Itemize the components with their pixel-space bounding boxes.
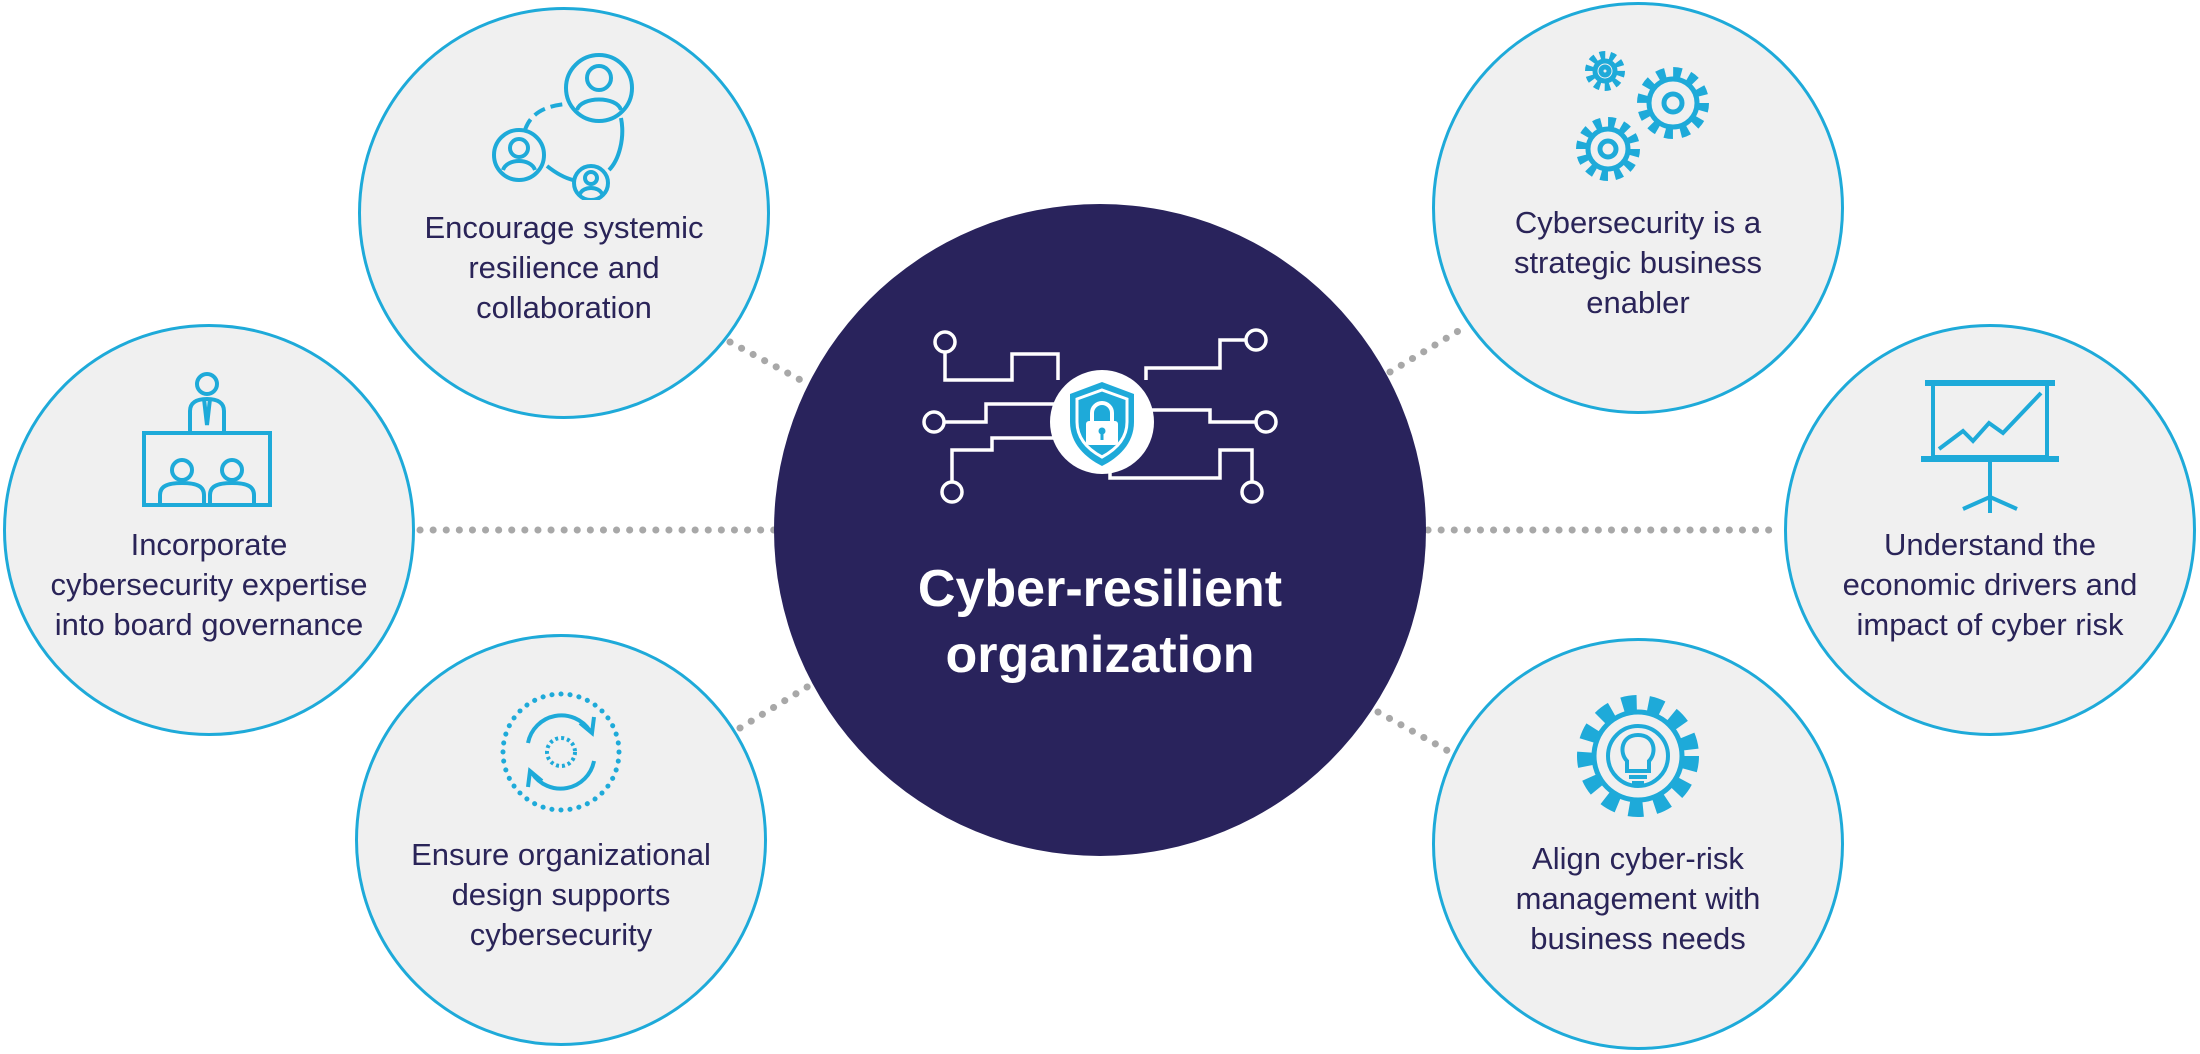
- presentation-chart-icon: [1915, 367, 2065, 517]
- people-network-icon: [489, 50, 639, 200]
- connector-align: [1374, 708, 1454, 756]
- node-align: Align cyber-risk management with busines…: [1432, 638, 1844, 1050]
- node-enabler: Cybersecurity is a strategic business en…: [1432, 2, 1844, 414]
- gears-icon: [1563, 45, 1713, 195]
- node-label: Ensure organizational design supports cy…: [411, 837, 711, 952]
- circuit-shield-lock-icon: [922, 328, 1278, 504]
- node-label: Align cyber-risk management with busines…: [1515, 841, 1761, 956]
- connector-design: [736, 680, 816, 732]
- node-label: Understand the economic drivers and impa…: [1842, 527, 2138, 642]
- node-label: Cybersecurity is a strategic business en…: [1513, 205, 1763, 320]
- board-meeting-icon: [134, 367, 284, 517]
- node-label: Encourage systemic resilience and collab…: [424, 210, 704, 325]
- hub-circle: Cyber-resilient organization: [774, 204, 1426, 856]
- refresh-cycle-icon: [486, 677, 636, 827]
- node-economic: Understand the economic drivers and impa…: [1784, 324, 2196, 736]
- hub-title: Cyber-resilient organization: [917, 560, 1283, 684]
- node-label: Incorporate cybersecurity expertise into…: [50, 527, 368, 642]
- connector-enabler: [1386, 326, 1464, 376]
- node-collaboration: Encourage systemic resilience and collab…: [358, 7, 770, 419]
- connector-collaboration: [726, 338, 812, 388]
- node-design: Ensure organizational design supports cy…: [355, 634, 767, 1046]
- node-board: Incorporate cybersecurity expertise into…: [3, 324, 415, 736]
- gear-lightbulb-icon: [1563, 681, 1713, 831]
